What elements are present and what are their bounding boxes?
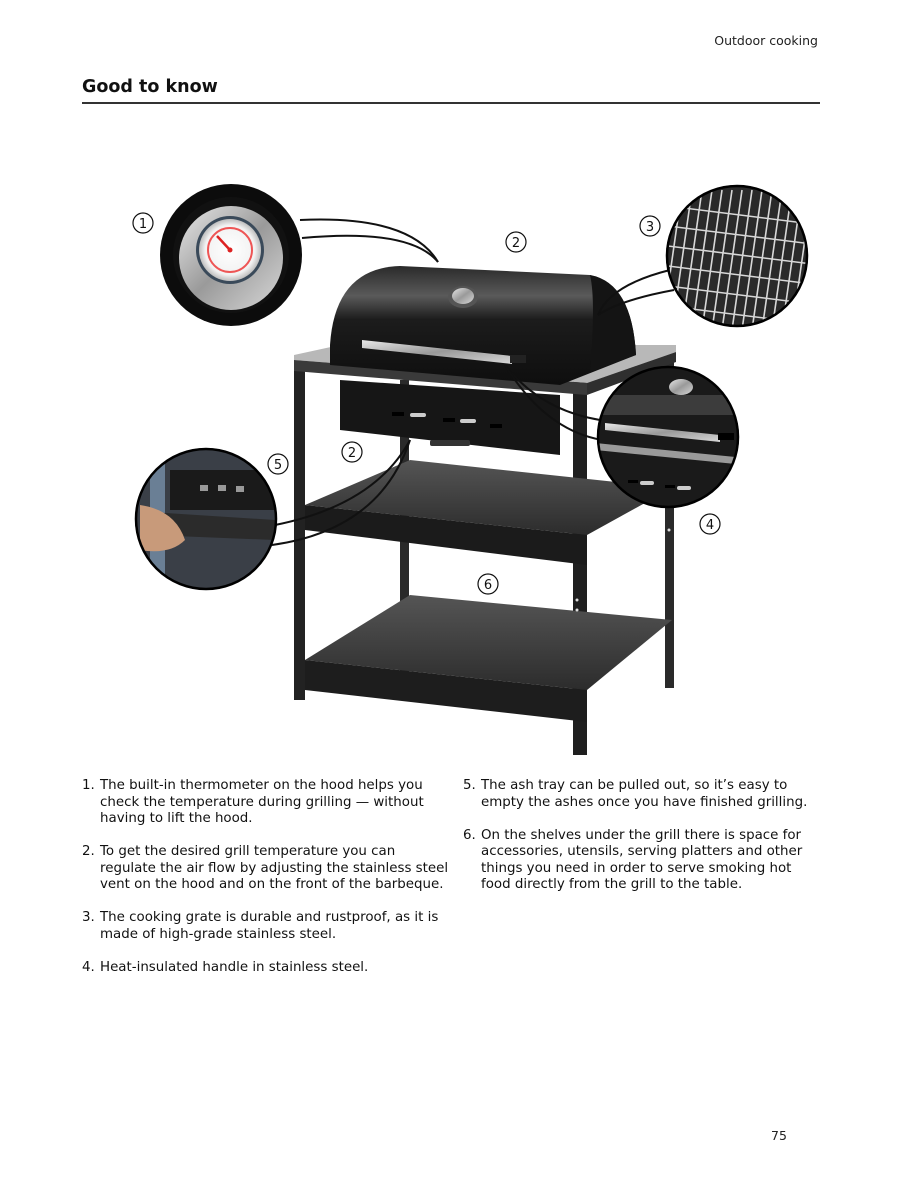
callout-2-hood: 2 (505, 231, 527, 253)
callout-4: 4 (699, 513, 721, 535)
callout-1: 1 (132, 212, 154, 234)
feature-item: 3. The cooking grate is durable and rust… (82, 910, 454, 943)
callout-3: 3 (639, 215, 661, 237)
svg-text:2: 2 (512, 236, 520, 251)
callout-2-front: 2 (341, 441, 363, 463)
detail-thermometer (160, 184, 302, 326)
page-title: Good to know (82, 77, 218, 97)
features-list-right: 5. The ash tray can be pulled out, so it… (463, 778, 823, 910)
feature-number: 6. (463, 827, 476, 843)
page-number: 75 (771, 1128, 787, 1143)
feature-item: 4. Heat-insulated handle in stainless st… (82, 960, 454, 977)
svg-text:6: 6 (484, 578, 492, 593)
title-divider (82, 102, 820, 104)
feature-item: 6. On the shelves under the grill there … (463, 828, 823, 894)
feature-item: 5. The ash tray can be pulled out, so it… (463, 778, 823, 811)
section-label: Outdoor cooking (714, 33, 818, 48)
feature-text: The ash tray can be pulled out, so it’s … (481, 778, 808, 810)
feature-text: The cooking grate is durable and rustpro… (100, 910, 439, 942)
feature-number: 2. (82, 844, 95, 859)
svg-text:1: 1 (139, 217, 147, 232)
feature-number: 1. (82, 778, 95, 793)
svg-text:5: 5 (274, 458, 282, 473)
callout-6: 6 (477, 573, 499, 595)
svg-text:3: 3 (646, 220, 654, 235)
feature-number: 3. (82, 910, 95, 925)
feature-text: To get the desired grill temperature you… (100, 844, 449, 892)
svg-text:4: 4 (706, 518, 714, 533)
feature-text: On the shelves under the grill there is … (481, 827, 803, 893)
feature-text: Heat-insulated handle in stainless steel… (100, 959, 369, 975)
feature-item: 2. To get the desired grill temperature … (82, 844, 454, 894)
feature-number: 5. (463, 778, 476, 793)
callout-5: 5 (267, 453, 289, 475)
grill-illustration: 1 2 3 2 5 4 6 (132, 184, 809, 755)
features-list-left: 1. The built-in thermometer on the hood … (82, 778, 454, 993)
detail-ash-tray (134, 447, 278, 591)
feature-number: 4. (82, 959, 95, 975)
feature-text: The built-in thermometer on the hood hel… (100, 778, 424, 826)
detail-cooking-grate (665, 184, 809, 328)
detail-handle (596, 365, 740, 509)
feature-item: 1. The built-in thermometer on the hood … (82, 778, 454, 828)
svg-text:2: 2 (348, 446, 356, 461)
